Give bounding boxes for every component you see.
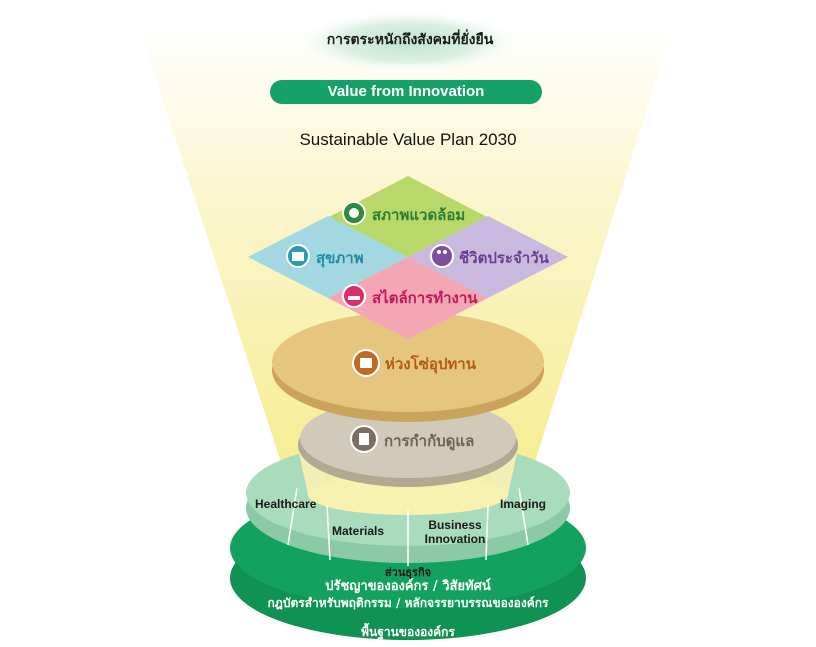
governance-top [300, 398, 516, 478]
foundation-base: พื้นฐานขององค์กร [361, 625, 455, 639]
theme-health-label: สุขภาพ [316, 249, 364, 267]
segment-healthcare: Healthcare [255, 497, 317, 511]
theme-daily-life-label: ชีวิตประจำวัน [459, 249, 549, 267]
segment-business-innovation-line1: Business [428, 518, 482, 532]
foundation-code: กฎบัตรสำหรับพฤติกรรม / หลักจรรยาบรรณของอ… [267, 596, 549, 610]
business-segments-label: ส่วนธุรกิจ [384, 567, 432, 579]
title-glow [293, 10, 523, 74]
segment-business-innovation-line2: Innovation [424, 532, 486, 546]
awareness-title: การตระหนักถึงสังคมที่ยั่งยืน [326, 32, 494, 48]
segment-imaging: Imaging [500, 497, 547, 511]
segment-materials: Materials [332, 524, 385, 538]
theme-work-style-label: สไตล์การทำงาน [372, 289, 478, 307]
family-icon [430, 244, 454, 268]
theme-environment-label: สภาพแวดล้อม [372, 206, 466, 224]
governance-label: การกำกับดูแล [384, 432, 475, 450]
plan-title: Sustainable Value Plan 2030 [299, 130, 517, 149]
foundation-philosophy: ปรัชญาขององค์กร / วิสัยทัศน์ [325, 579, 491, 594]
supply-chain-label: ห่วงโซ่อุปทาน [385, 355, 476, 373]
value-pill: Value from Innovation [270, 80, 542, 104]
diamond-work-style [328, 257, 488, 339]
supply-chain-top [272, 312, 544, 412]
